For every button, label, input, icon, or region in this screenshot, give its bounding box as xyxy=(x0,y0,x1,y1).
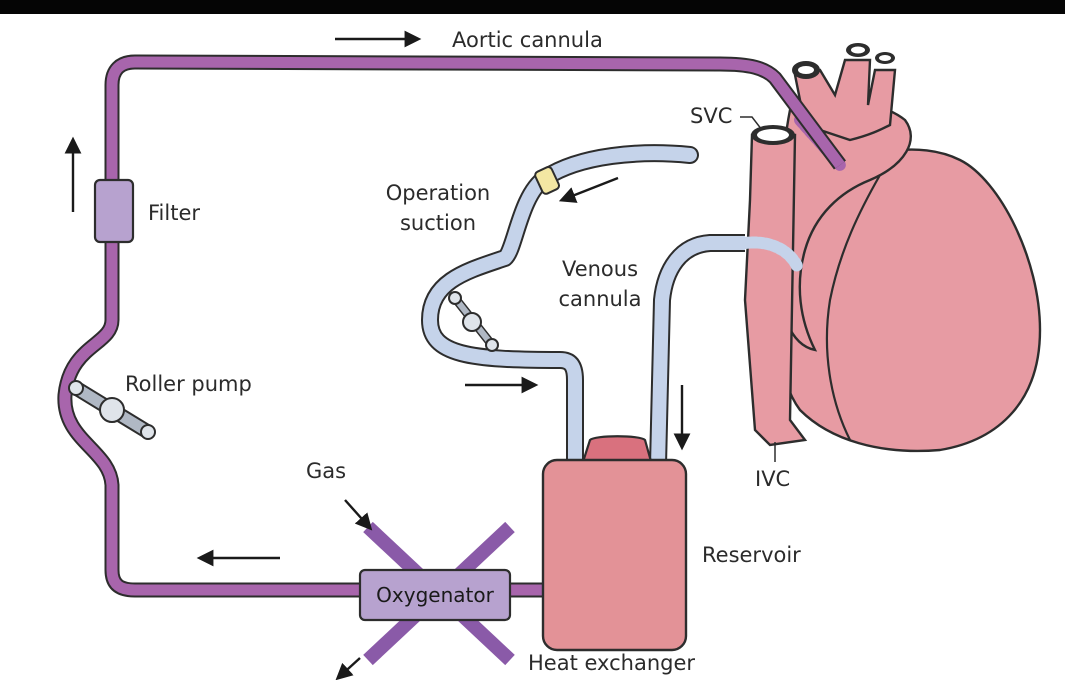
gas-label: Gas xyxy=(306,459,347,483)
reservoir-body xyxy=(541,458,688,652)
top-border xyxy=(0,0,1065,14)
filter-box xyxy=(93,178,135,244)
aortic-cannula-label: Aortic cannula xyxy=(452,28,603,52)
venous-line xyxy=(651,236,745,466)
reservoir-label: Reservoir xyxy=(702,543,801,567)
suction-roller-icon xyxy=(448,291,499,352)
heart-septum xyxy=(825,174,881,441)
oxygenator-box xyxy=(358,568,512,622)
arterial-line xyxy=(59,56,845,596)
suction-line xyxy=(423,146,697,472)
venous-cannula-tip xyxy=(739,236,804,274)
venous-cannula-label: Venous cannula xyxy=(535,256,665,312)
clamp-icon xyxy=(534,166,561,195)
operation-suction-line1: Operation xyxy=(385,181,491,205)
filter-label: Filter xyxy=(148,201,201,225)
venous-cannula-line2: cannula xyxy=(558,287,642,311)
svc-label: SVC xyxy=(690,104,733,128)
oxygenator-label: Oxygenator xyxy=(376,583,494,607)
heat-exchanger-label: Heat exchanger xyxy=(528,651,696,675)
operation-suction-label: Operation suction xyxy=(378,180,498,236)
vena-cava xyxy=(743,133,808,447)
arterial-line-outline xyxy=(57,54,847,598)
roller-pump-icon xyxy=(68,380,156,440)
svc-leader xyxy=(740,116,763,131)
venous-cannula-line1: Venous xyxy=(561,257,639,281)
aortic-arch xyxy=(793,58,897,142)
reservoir-cap xyxy=(580,435,654,467)
ivc-label: IVC xyxy=(755,467,791,491)
flow-arrow-icon xyxy=(64,30,691,680)
roller-pump-label: Roller pump xyxy=(125,372,252,396)
operation-suction-line2: suction xyxy=(399,211,477,235)
